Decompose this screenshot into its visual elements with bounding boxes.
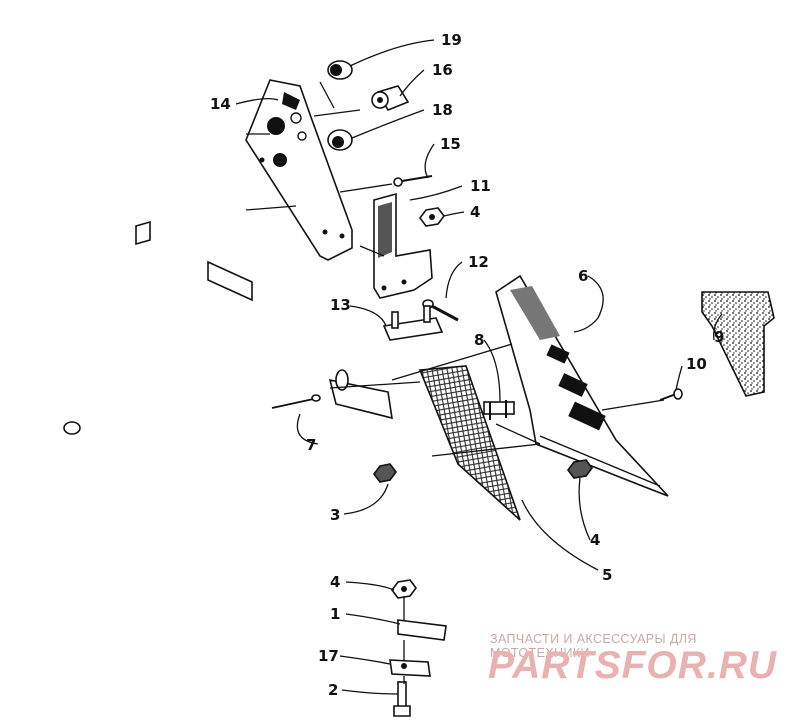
- screw-part-10: [659, 388, 683, 401]
- callout-8: 8: [474, 331, 484, 349]
- callout-17: 17: [318, 647, 339, 665]
- mesh-part-5: [418, 365, 521, 521]
- callout-7: 7: [306, 436, 316, 454]
- callout-1: 1: [330, 605, 340, 623]
- plate-part-14: [245, 79, 353, 261]
- tie-part-7: [271, 394, 321, 409]
- callout-19: 19: [441, 31, 462, 49]
- callout-labels: 19 16 18 15 11 4 12 13 14 6 9 10 8 7 3 4…: [210, 31, 724, 699]
- nut-part-4-right: [567, 459, 593, 479]
- callout-4-lower: 4: [330, 573, 340, 591]
- assembly-lines: [245, 81, 665, 684]
- side-plate-part-6: [495, 274, 669, 497]
- nut-part-3: [373, 463, 397, 483]
- bushing-part-19: [327, 60, 353, 80]
- callout-16: 16: [432, 61, 453, 79]
- bushing-part-18: [327, 129, 353, 151]
- watermark-brand: PARTSFOR.RU: [488, 644, 778, 687]
- foam-pad-part-9: [701, 291, 775, 397]
- callout-4-right: 4: [590, 531, 600, 549]
- watermark-subtitle: ЗАПЧАСТИ И АКСЕССУАРЫ ДЛЯ МОТОТЕХНИКИ: [490, 632, 697, 660]
- callout-9: 9: [714, 328, 724, 346]
- callout-10: 10: [686, 355, 707, 373]
- clamp-plate-part-17: [389, 659, 431, 677]
- callout-12: 12: [468, 253, 489, 271]
- nut-part-4-upper: [419, 207, 445, 227]
- callout-11: 11: [470, 177, 491, 195]
- plate-part-13: [382, 305, 444, 341]
- callout-6: 6: [578, 267, 588, 285]
- bracket-part-11: [373, 192, 433, 299]
- callout-5: 5: [602, 566, 612, 584]
- callout-4-upper: 4: [470, 203, 480, 221]
- nut-part-4-lower: [391, 579, 417, 599]
- callout-leaders: [235, 39, 723, 695]
- pin-part-15: [393, 175, 433, 187]
- callout-14: 14: [210, 95, 231, 113]
- bolt-part-2: [393, 681, 411, 717]
- callout-3: 3: [330, 506, 340, 524]
- bracket-part-8: [483, 400, 515, 420]
- callout-18: 18: [432, 101, 453, 119]
- callout-2: 2: [328, 681, 338, 699]
- bushing-part-16: [371, 85, 410, 112]
- callout-15: 15: [440, 135, 461, 153]
- callout-13: 13: [330, 296, 351, 314]
- arm-tube-part-1: [36, 207, 470, 648]
